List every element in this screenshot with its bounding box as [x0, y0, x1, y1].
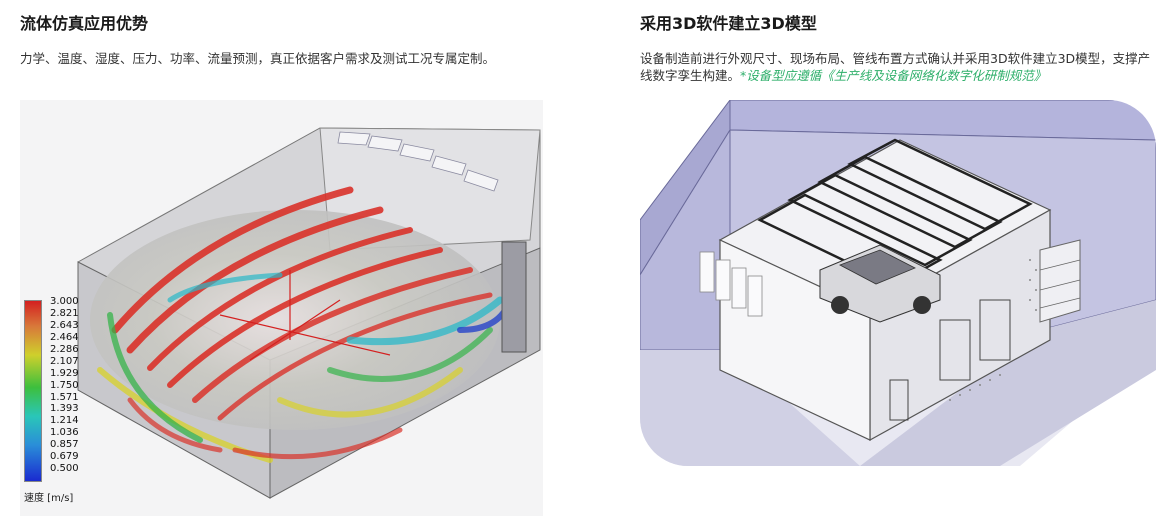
- velocity-legend-colorbar: [24, 300, 42, 482]
- right-section-description: 设备制造前进行外观尺寸、现场布局、管线布置方式确认并采用3D软件建立3D模型，支…: [640, 50, 1160, 84]
- legend-value: 0.857: [50, 439, 79, 451]
- left-section-description: 力学、温度、湿度、压力、功率、流量预测，真正依据客户需求及测试工况专属定制。: [20, 51, 496, 66]
- flow-simulation-render: [77, 127, 541, 499]
- standard-note: *设备型应遵循《生产线及设备网络化数字化研制规范》: [740, 68, 1047, 83]
- legend-value: 2.643: [50, 319, 79, 331]
- legend-value: 1.750: [50, 379, 79, 391]
- factory-3d-model-image: [640, 100, 1156, 466]
- legend-value: 2.286: [50, 343, 79, 355]
- velocity-legend-labels: 3.000 2.821 2.643 2.464 2.286 2.107 1.92…: [50, 296, 94, 475]
- velocity-legend: 3.000 2.821 2.643 2.464 2.286 2.107 1.92…: [24, 296, 94, 486]
- legend-value: 1.571: [50, 391, 79, 403]
- legend-value: 2.464: [50, 331, 79, 343]
- legend-value: 1.214: [50, 415, 79, 427]
- legend-value: 3.000: [50, 296, 79, 307]
- velocity-legend-unit: 速度 [m/s]: [24, 493, 74, 504]
- legend-value: 2.107: [50, 355, 79, 367]
- legend-value: 1.036: [50, 427, 79, 439]
- flow-simulation-image: 3.000 2.821 2.643 2.464 2.286 2.107 1.92…: [20, 100, 543, 516]
- legend-value: 2.821: [50, 307, 79, 319]
- legend-value: 1.929: [50, 367, 79, 379]
- legend-value: 0.679: [50, 451, 79, 463]
- right-description-text: 设备制造前进行外观尺寸、现场布局、管线布置方式确认并采用3D软件建立3D模型，支…: [640, 51, 1151, 83]
- legend-value: 1.393: [50, 403, 79, 415]
- left-section-title: 流体仿真应用优势: [20, 14, 149, 33]
- legend-value: 0.500: [50, 463, 79, 475]
- factory-3d-model-render: [640, 100, 1156, 466]
- right-section-title: 采用3D软件建立3D模型: [640, 14, 817, 33]
